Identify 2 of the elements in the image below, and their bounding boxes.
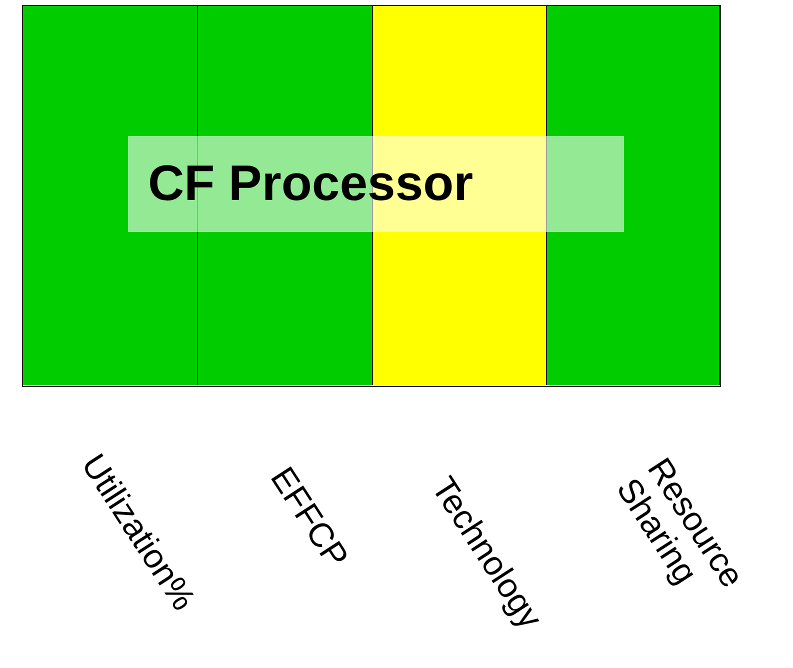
title-banner [128,136,624,232]
panel-title: CF Processor [148,154,474,212]
